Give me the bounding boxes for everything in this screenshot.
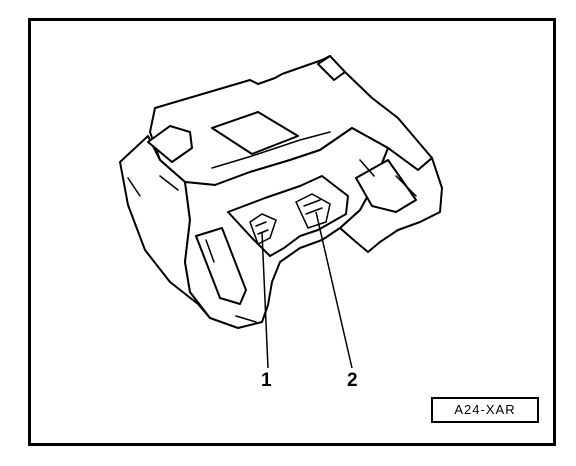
housing-right-tab [317, 55, 346, 81]
contact-1-detail [249, 213, 277, 246]
housing-top-block [211, 111, 299, 155]
leader-line-2 [315, 211, 353, 369]
housing-inner-ridge [159, 131, 417, 323]
callout-label-1: 1 [261, 370, 272, 391]
figure-code-text: A24-XAR [454, 402, 516, 417]
leader-line-1 [261, 231, 269, 369]
callout-label-2: 2 [347, 370, 358, 391]
housing-left-tab [147, 125, 193, 163]
housing-detail-lines [127, 159, 375, 263]
figure-code-box: A24-XAR [431, 397, 539, 423]
contact-2-detail [295, 193, 331, 229]
contact-pocket [227, 175, 349, 257]
